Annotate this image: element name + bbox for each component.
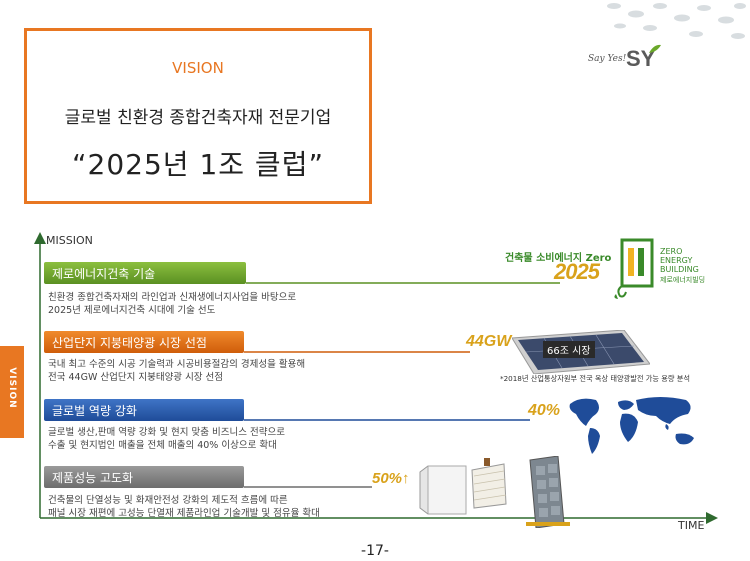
target-year: 2025: [554, 259, 600, 284]
mission-axis-label: MISSION: [46, 234, 93, 247]
description-line: 친환경 종합건축자재의 라인업과 신재생에너지사업을 바탕으로: [48, 292, 297, 303]
description-line: 글로벌 생산,판매 역량 강화 및 현지 맞춤 비즈니스 전략으로: [48, 427, 285, 438]
zeb-text: ZERO: [660, 247, 683, 256]
product-share: 50%↑: [372, 470, 410, 487]
page-number: -17-: [361, 543, 389, 559]
logo-tagline: Say Yes!: [588, 54, 627, 64]
leaf-icon: [649, 44, 661, 53]
zero-energy-caption: 건축물 소비에너지 Zero: [505, 253, 612, 264]
mission-description: 건축물의 단열성능 및 화재안전성 강화의 제도적 흐름에 따른 패널 시장 재…: [48, 494, 320, 520]
bird-pattern-decoration: [607, 3, 746, 39]
mission-title: 제로에너지건축 기술: [52, 267, 156, 281]
global-share: 40%: [528, 402, 561, 419]
vision-goal: “2025년 1조 클럽”: [72, 148, 324, 181]
market-size-badge: 66조 시장: [543, 341, 595, 358]
logo-brand: SY: [626, 46, 656, 71]
mission-title: 제품성능 고도화: [52, 471, 134, 485]
solar-capacity: 44GW: [466, 333, 512, 350]
description-line: 국내 최고 수준의 시공 기술력과 시공비용절감의 경제성을 활용해: [48, 359, 306, 370]
sy-logo: Say Yes! SY: [588, 44, 670, 72]
zeb-korean-text: 제로에너지빌딩: [660, 276, 706, 284]
mission-description: 국내 최고 수준의 시공 기술력과 시공비용절감의 경제성을 활용해 전국 44…: [48, 358, 305, 384]
solar-footnote: *2018년 산업통상자원부 전국 옥상 태양광발전 가능 용량 분석: [500, 374, 690, 383]
vision-side-tab-label: VISION: [7, 367, 17, 409]
vision-side-tab: [0, 346, 24, 438]
zeb-text: ENERGY: [660, 256, 693, 265]
mission-title: 글로벌 역량 강화: [52, 404, 137, 418]
mission-bar-global: 글로벌 역량 강화: [44, 399, 244, 421]
mission-description: 글로벌 생산,판매 역량 강화 및 현지 맞춤 비즈니스 전략으로 수출 및 현…: [48, 426, 285, 452]
world-map-image: [569, 397, 694, 454]
insulation-panel-products-image: [419, 456, 570, 528]
mission-bar-product-performance: 제품성능 고도화: [44, 466, 244, 488]
mission-bar-rooftop-solar: 산업단지 지붕태양광 시장 선점: [44, 331, 244, 353]
vision-label: VISION: [172, 59, 224, 77]
zeb-text: BUILDING: [660, 265, 699, 274]
mission-title: 산업단지 지붕태양광 시장 선점: [52, 336, 207, 350]
description-line: 2025년 제로에너지건축 시대에 기술 선도: [48, 305, 216, 316]
description-line: 패널 시장 재편에 고성능 단열재 제품라인업 기술개발 및 점유율 확대: [48, 508, 320, 519]
zero-energy-building-icon: [614, 238, 654, 299]
time-axis-label: TIME: [678, 519, 705, 532]
mission-description: 친환경 종합건축자재의 라인업과 신재생에너지사업을 바탕으로 2025년 제로…: [48, 291, 296, 317]
mission-bar-zero-energy: 제로에너지건축 기술: [44, 262, 246, 284]
vision-box: VISION 글로벌 친환경 종합건축자재 전문기업 “2025년 1조 클럽”: [24, 28, 372, 204]
vision-statement: 글로벌 친환경 종합건축자재 전문기업: [64, 108, 332, 128]
description-line: 전국 44GW 산업단지 지붕태양광 시장 선점: [48, 372, 224, 383]
description-line: 건축물의 단열성능 및 화재안전성 강화의 제도적 흐름에 따른: [48, 495, 288, 506]
description-line: 수출 및 현지법인 매출을 전체 매출의 40% 이상으로 확대: [48, 440, 277, 451]
